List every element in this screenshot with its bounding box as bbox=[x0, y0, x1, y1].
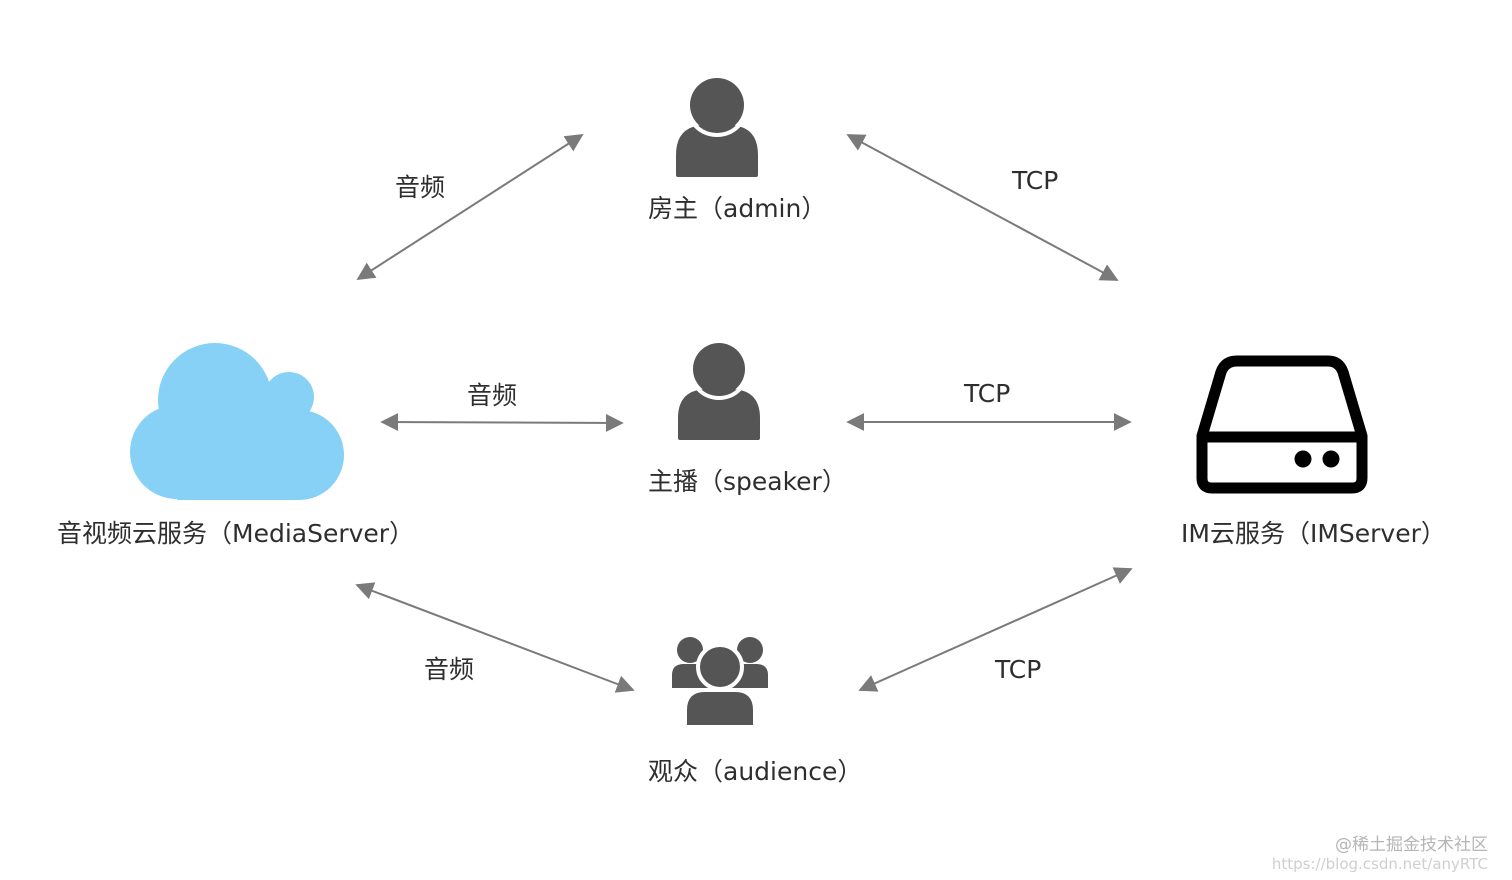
arrow-media-admin bbox=[356, 134, 584, 280]
edge-label-audience-im: TCP bbox=[995, 655, 1042, 684]
admin-label: 房主（admin） bbox=[648, 194, 827, 223]
edge-label-media-speaker: 音频 bbox=[467, 381, 518, 410]
arrow-media-audience bbox=[355, 582, 635, 693]
server-icon bbox=[1196, 355, 1368, 494]
speaker-label: 主播（speaker） bbox=[648, 467, 847, 496]
audience-group-icon bbox=[672, 637, 768, 729]
admin-person-icon bbox=[676, 73, 758, 177]
edge-label-media-audience: 音频 bbox=[424, 655, 475, 684]
speaker-person-icon bbox=[678, 338, 760, 440]
watermark-line1: @稀土掘金技术社区 bbox=[1335, 835, 1488, 855]
edge-label-admin-im: TCP bbox=[1012, 166, 1059, 195]
cloud-icon bbox=[130, 343, 344, 500]
media-server-label: 音视频云服务（MediaServer） bbox=[57, 519, 415, 548]
arrow-audience-im bbox=[858, 567, 1133, 692]
im-server-label: IM云服务（IMServer） bbox=[1181, 519, 1446, 548]
edge-label-media-admin: 音频 bbox=[395, 173, 446, 202]
edge-label-speaker-im: TCP bbox=[964, 379, 1011, 408]
watermark-line2: https://blog.csdn.net/anyRTC bbox=[1271, 855, 1488, 873]
arrow-admin-im bbox=[846, 134, 1119, 281]
audience-label: 观众（audience） bbox=[648, 757, 863, 786]
arrow-media-speaker bbox=[380, 413, 624, 432]
